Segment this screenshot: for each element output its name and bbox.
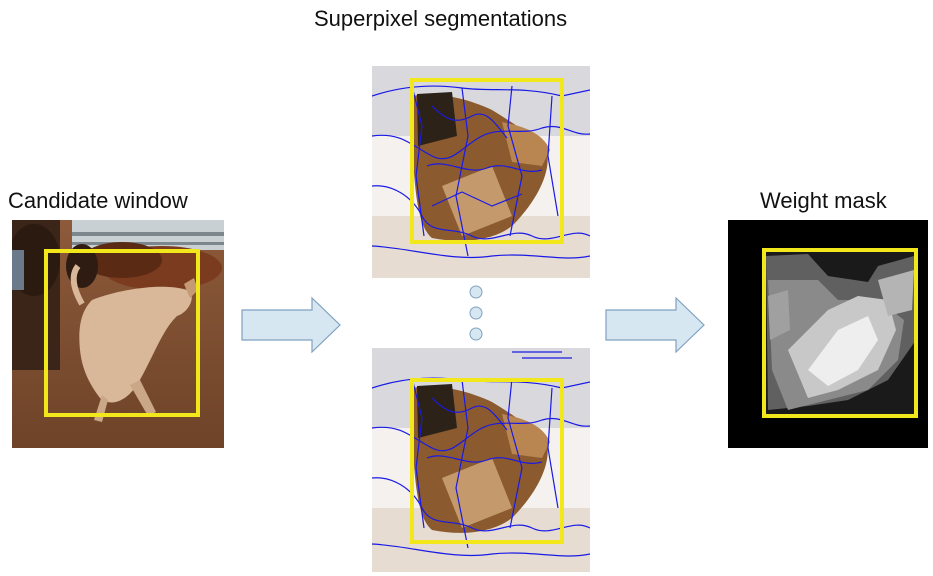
- weight-box: [762, 248, 918, 418]
- candidate-box: [44, 249, 200, 417]
- right-arrow-icon: [604, 296, 708, 354]
- weight-mask-image: [728, 220, 928, 448]
- superpixel-box-bottom: [410, 378, 564, 544]
- superpixel-box-top: [410, 78, 564, 244]
- weight-title: Weight mask: [760, 188, 887, 213]
- vertical-ellipsis-dots: [466, 282, 486, 344]
- superpixel-segmentation-top: [372, 66, 590, 278]
- left-arrow-icon: [240, 296, 344, 354]
- superpixel-title: Superpixel segmentations: [314, 6, 568, 31]
- superpixel-segmentation-bottom: [372, 348, 590, 572]
- candidate-title: Candidate window: [8, 188, 188, 213]
- candidate-window-image: [12, 220, 224, 448]
